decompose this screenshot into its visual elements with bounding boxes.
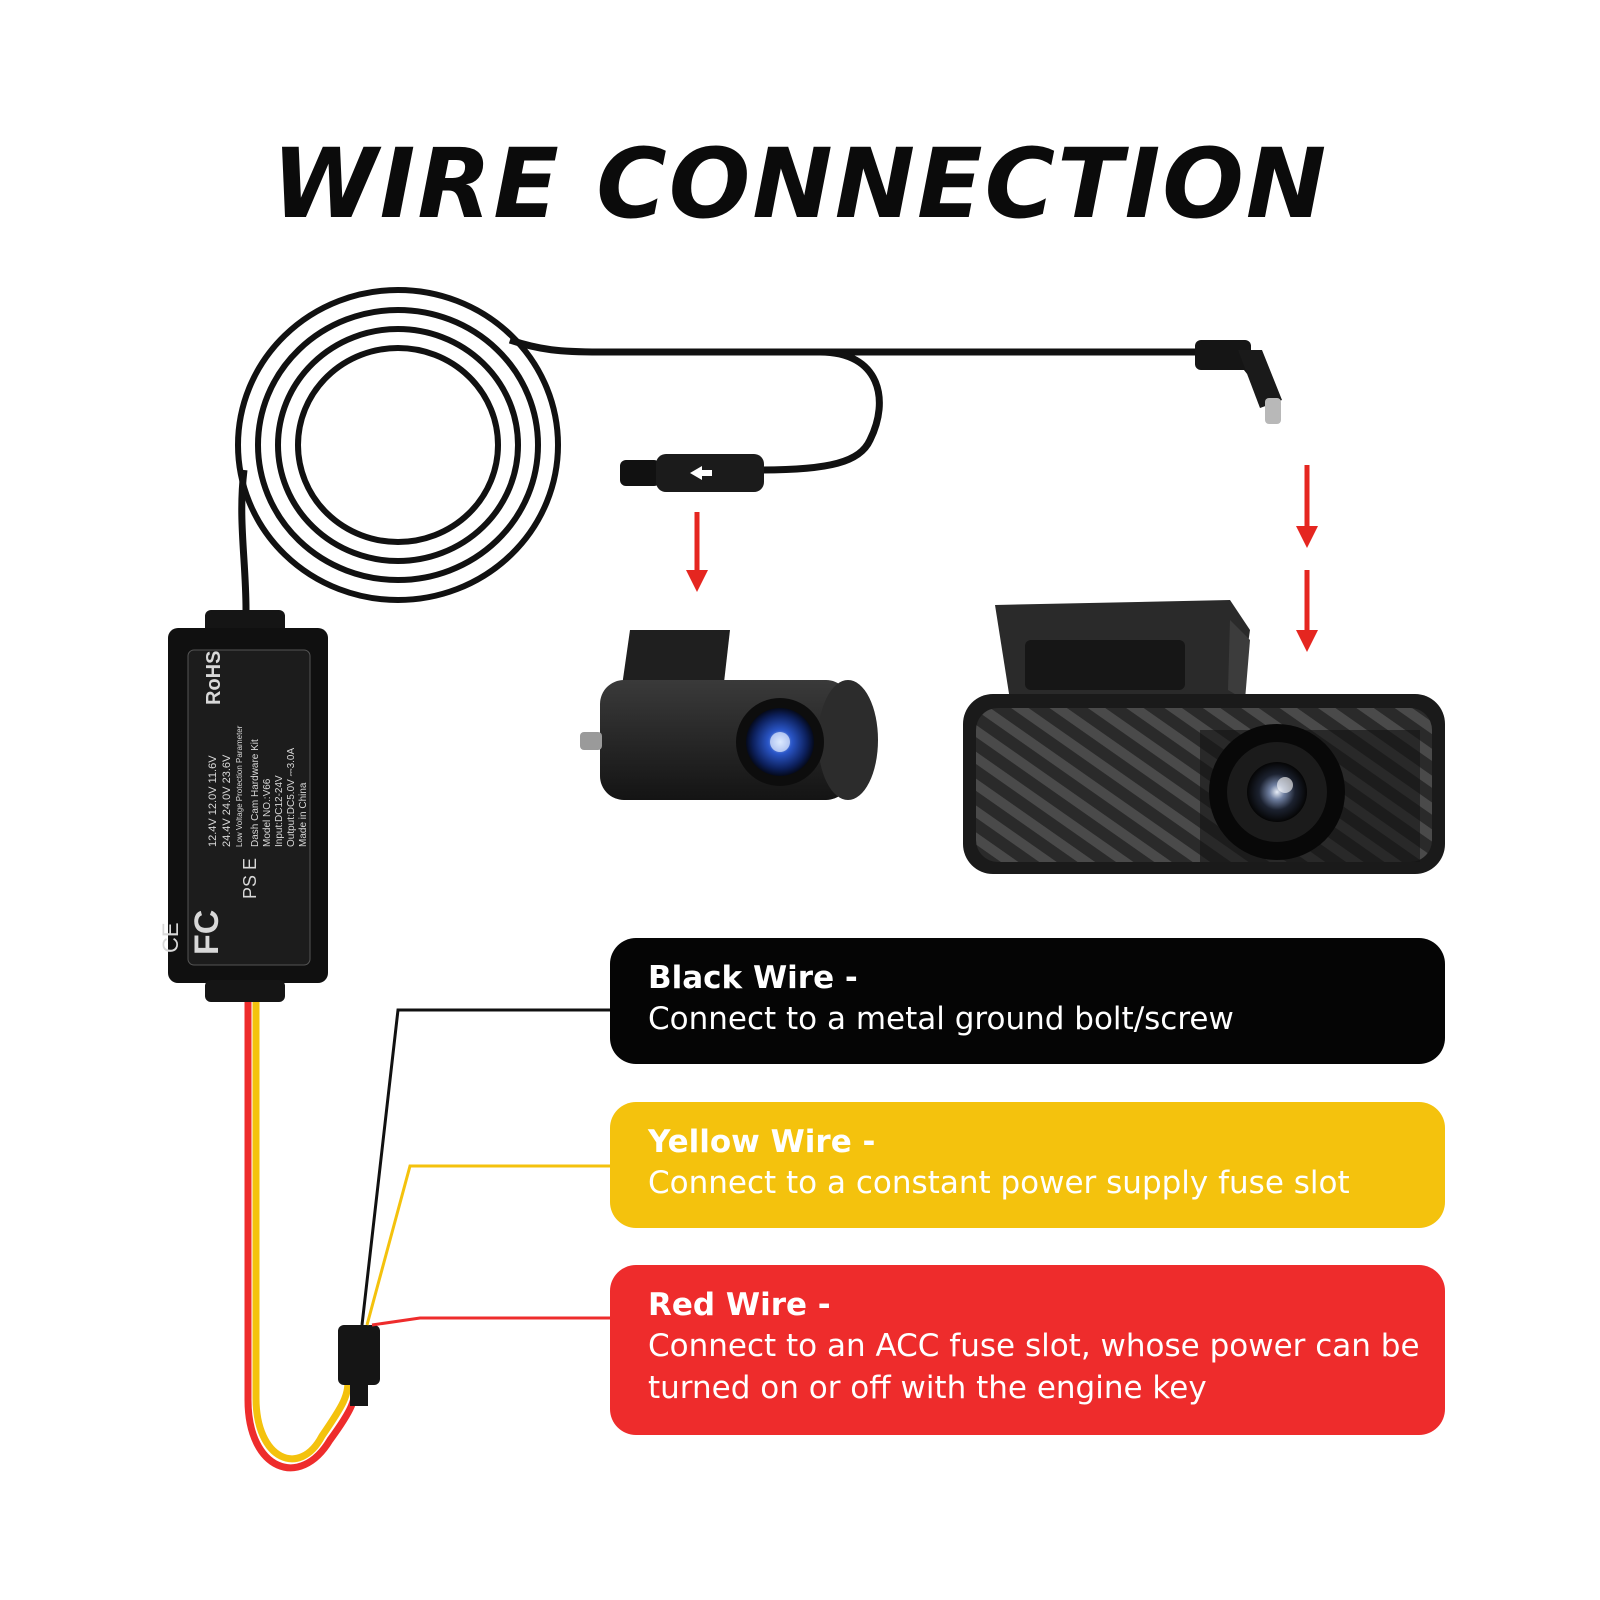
black-wire-title: Black Wire - — [648, 960, 858, 996]
rohs-mark: RoHS — [203, 651, 225, 705]
pse-logo-icon: PS E — [240, 858, 260, 899]
fuse-tap-connector — [338, 1325, 380, 1406]
cable-to-module — [238, 469, 250, 611]
red-wire-title: Red Wire - — [648, 1287, 831, 1323]
down-arrow-icon — [1296, 570, 1318, 652]
red-leader-line — [371, 1316, 610, 1327]
cable-coil — [235, 287, 561, 603]
fc-logo-icon: FC — [188, 910, 226, 955]
origin: Made in China — [298, 782, 309, 847]
rear-cam-plug — [620, 454, 764, 492]
output-spec: Output:DC5.0V ⎓3.0A — [286, 748, 297, 847]
red-wire — [244, 1002, 360, 1472]
front-dash-camera — [963, 600, 1445, 874]
yellow-wire-callout: Yellow Wire - Connect to a constant powe… — [610, 1102, 1445, 1228]
usb-c-connector — [1195, 340, 1282, 424]
black-wire-desc: Connect to a metal ground bolt/screw — [648, 1001, 1234, 1037]
yellow-leader-line — [365, 1164, 610, 1326]
red-wire-callout: Red Wire - Connect to an ACC fuse slot, … — [610, 1265, 1445, 1435]
hardwire-module — [168, 610, 328, 1002]
model-number: Model NO.:V66 — [262, 778, 273, 847]
down-arrow-icon — [686, 512, 708, 592]
yellow-wire-title: Yellow Wire - — [648, 1124, 876, 1160]
param-caption: Low Voltage Protection Parameter — [235, 725, 244, 847]
black-wire-callout: Black Wire - Connect to a metal ground b… — [610, 938, 1445, 1064]
kit-name: Dash Cam Hardware Kit — [250, 739, 261, 847]
black-leader-line — [360, 1008, 610, 1326]
left-arrow-icon — [690, 466, 702, 480]
rear-camera — [580, 630, 878, 800]
module-label: FC CE PS E 12.4V 12.0V 11.6V 24.4V 24.0V… — [158, 651, 309, 955]
down-arrow-icon — [1296, 465, 1318, 548]
page-title: WIRE CONNECTION — [271, 128, 1329, 240]
red-wire-desc: Connect to an ACC fuse slot, whose power… — [648, 1328, 1420, 1406]
yellow-wire — [252, 1002, 352, 1463]
yellow-wire-desc: Connect to a constant power supply fuse … — [648, 1165, 1350, 1201]
ce-logo-icon: CE — [158, 922, 183, 953]
param-row2: 24.4V 24.0V 23.6V — [221, 754, 233, 847]
cable-main-run — [508, 336, 1253, 375]
input-spec: Input:DC12-24V — [274, 775, 285, 847]
cable-rear-branch — [759, 348, 883, 474]
param-row1: 12.4V 12.0V 11.6V — [207, 755, 219, 847]
